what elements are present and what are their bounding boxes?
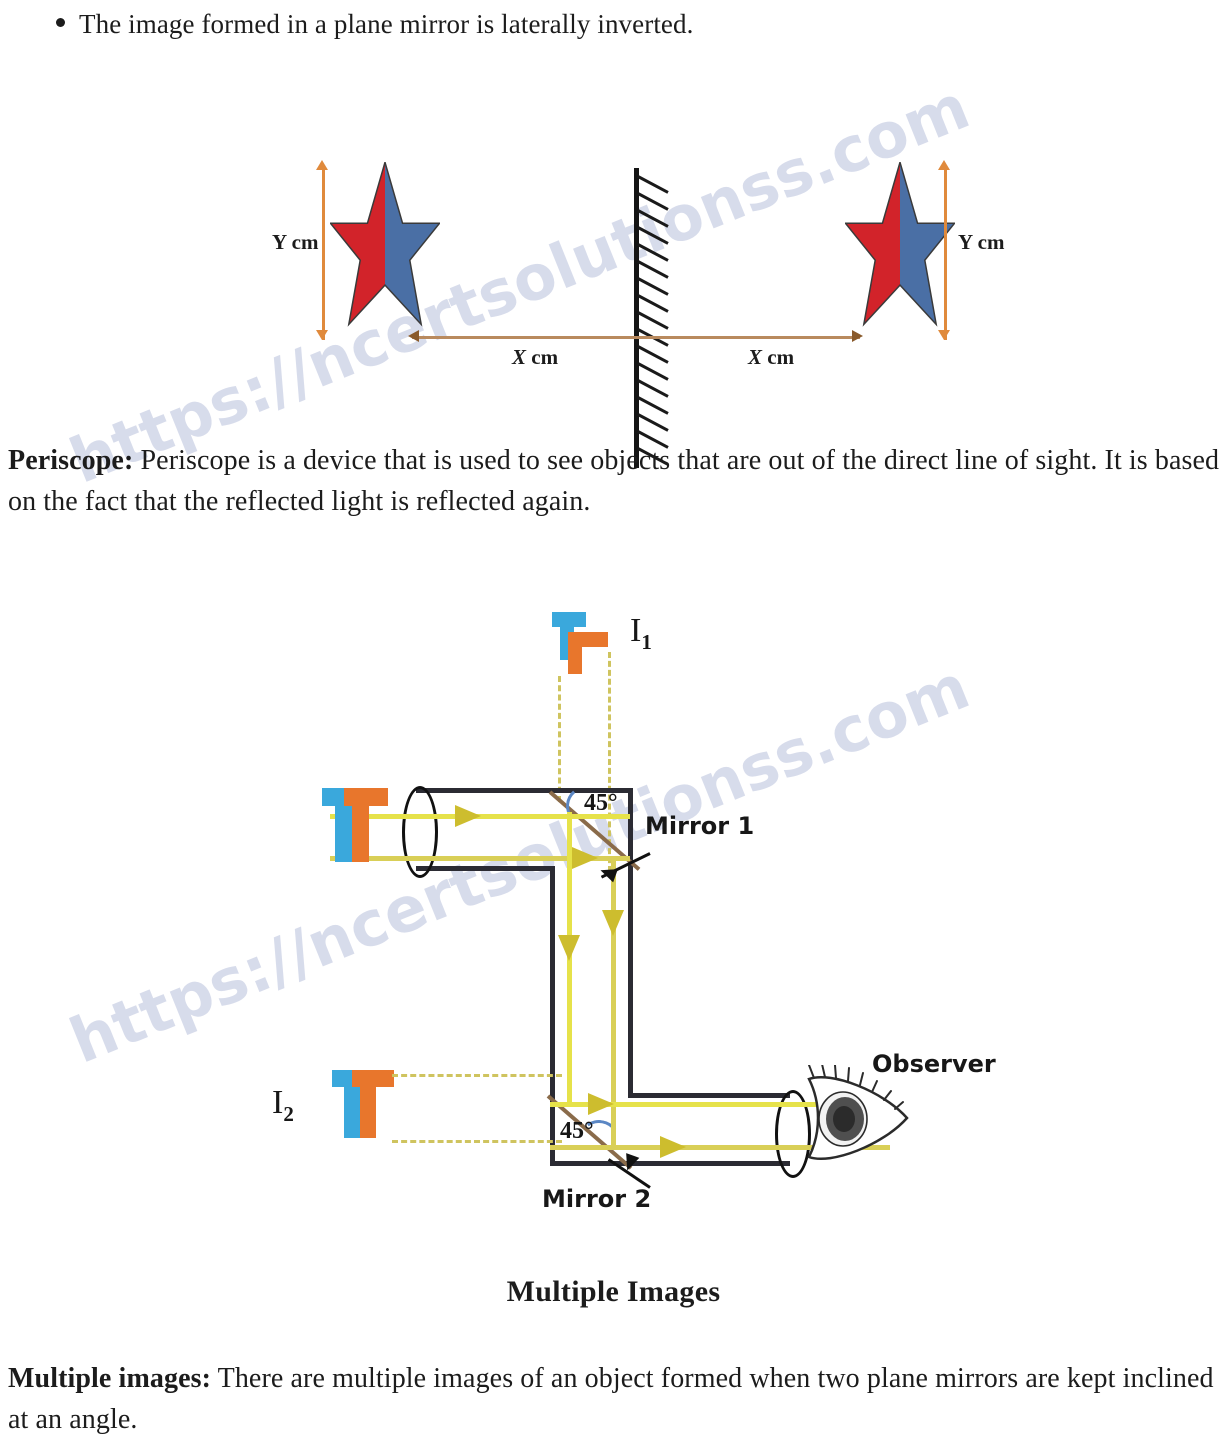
figure-periscope: I1 45° 45°: [0, 590, 1227, 1250]
ray-arrow-vertical-right: [602, 910, 624, 936]
tube-opening-left-icon: [402, 786, 438, 878]
figure-plane-mirror: Y cm X cm X cm: [0, 80, 1227, 468]
image2-dashed-line-top: [392, 1074, 562, 1077]
image1-object-glyph: [552, 612, 610, 679]
left-distance-label: X cm: [512, 345, 559, 369]
bullet-dot-icon: [56, 18, 65, 27]
object-star: [328, 159, 442, 342]
image2-label: I2: [272, 1084, 294, 1126]
image2-object-glyph: [332, 1070, 398, 1147]
image1-label: I1: [630, 612, 652, 654]
ray-arrow-lower-bottom: [660, 1136, 686, 1158]
mirror-2-angle-label: 45°: [560, 1118, 594, 1144]
multiple-images-paragraph-body: There are multiple images of an object f…: [8, 1363, 1214, 1436]
periscope-paragraph-lead: Periscope:: [8, 445, 134, 476]
image-star: [843, 159, 957, 342]
ray-arrow-vertical-left: [558, 935, 580, 961]
mirror-2-label: Mirror 2: [542, 1185, 652, 1213]
figure-periscope-caption: Multiple Images: [506, 1275, 721, 1308]
ray-arrow-upper-top: [455, 805, 481, 827]
mirror-1-angle-label: 45°: [584, 790, 618, 816]
observer-label: Observer: [872, 1050, 996, 1078]
tube-opening-right-icon: [775, 1090, 811, 1178]
bullet-item: The image formed in a plane mirror is la…: [40, 8, 1190, 42]
mirror-1-label: Mirror 1: [645, 812, 755, 840]
image1-dashed-line-left: [558, 676, 561, 802]
ray-outgoing-lower-bottom: [550, 1145, 890, 1150]
eye-icon: [795, 1063, 925, 1182]
mirror-surface-line: [634, 168, 639, 468]
object-glyph: [322, 788, 392, 871]
ray-arrow-lower-top: [588, 1093, 614, 1115]
image2-dashed-line-bottom: [392, 1140, 562, 1143]
right-height-label: Y cm: [958, 230, 1005, 254]
periscope-paragraph: Periscope: Periscope is a device that is…: [8, 440, 1223, 522]
multiple-images-paragraph-lead: Multiple images:: [8, 1363, 212, 1394]
image1-dashed-line-right: [608, 652, 611, 872]
ray-incoming-upper-bottom: [330, 856, 630, 861]
ray-vertical-right: [611, 856, 616, 1148]
ray-arrow-upper-bottom: [572, 847, 598, 869]
multiple-images-paragraph: Multiple images: There are multiple imag…: [8, 1358, 1223, 1440]
right-distance-label: X cm: [748, 345, 795, 369]
left-height-label: Y cm: [272, 230, 319, 254]
ray-outgoing-lower-top: [550, 1102, 890, 1107]
bullet-item-text: The image formed in a plane mirror is la…: [79, 9, 694, 39]
periscope-paragraph-body: Periscope is a device that is used to se…: [8, 445, 1220, 518]
